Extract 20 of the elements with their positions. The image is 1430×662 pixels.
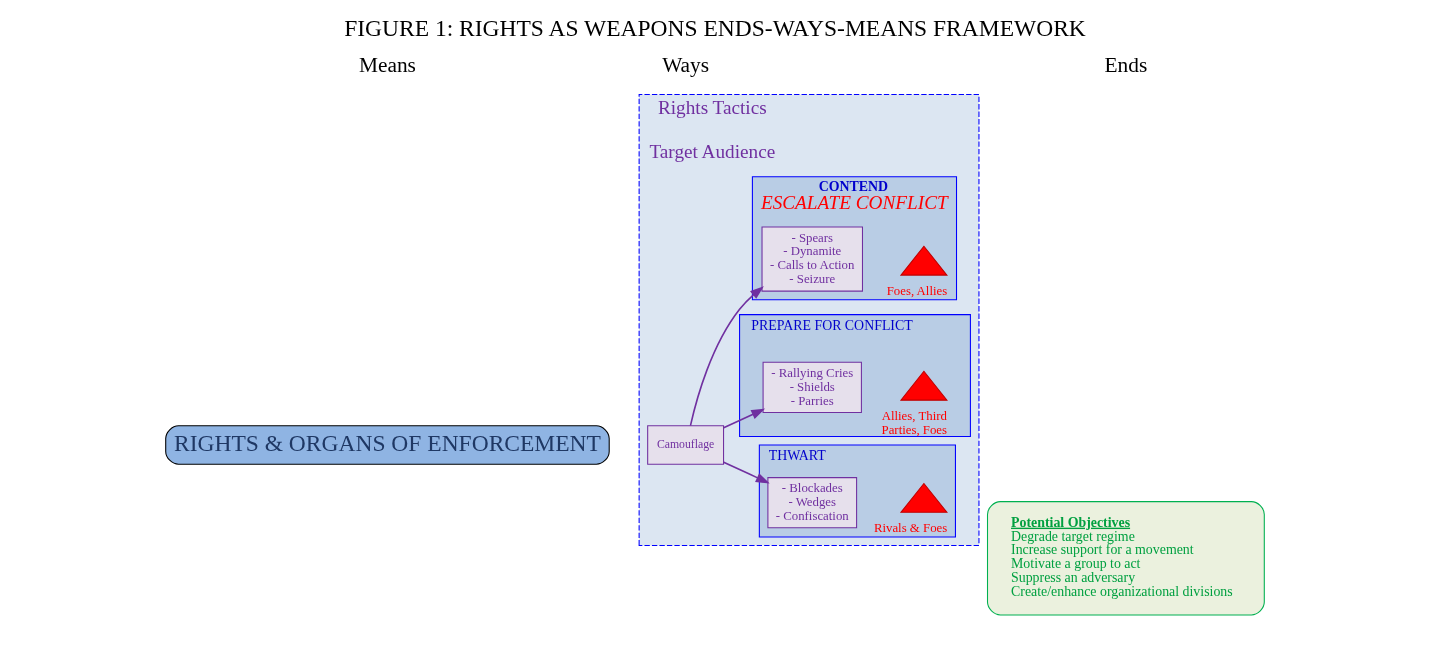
node-box: - Spears - Dynamite - Calls to Action - Seizure xyxy=(761,225,863,292)
node-box: Potential Objectives Degrade target regime Increase support for a movement Motivate a group to act Suppress an adversary Create/enhance organizational divisions xyxy=(986,500,1265,615)
node-box: - Rallying Cries - Shields - Parries xyxy=(762,361,862,413)
node-triangle xyxy=(899,369,948,401)
arrow xyxy=(689,285,764,426)
diagram-title: FIGURE 1: RIGHTS AS WEAPONS ENDS-WAYS-MEANS FRAMEWORK xyxy=(344,14,1086,41)
node-box: RIGHTS & ORGANS OF ENFORCEMENT xyxy=(165,424,610,465)
node-label: Allies, Third Parties, Foes xyxy=(881,408,948,437)
arrow xyxy=(722,460,770,483)
node-triangle xyxy=(899,482,948,513)
label: Ends xyxy=(1104,52,1148,77)
label: Means xyxy=(358,52,416,77)
node-label: Foes, Allies xyxy=(886,283,948,298)
node-box: - Blockades - Wedges - Confiscation xyxy=(767,476,858,528)
node-label: Target Audience xyxy=(649,140,776,162)
node-triangle xyxy=(899,244,948,276)
node-label: Rivals & Foes xyxy=(873,520,948,535)
arrow xyxy=(722,408,766,429)
label: Ways xyxy=(662,52,710,77)
node-box: Camouflage xyxy=(647,424,725,465)
